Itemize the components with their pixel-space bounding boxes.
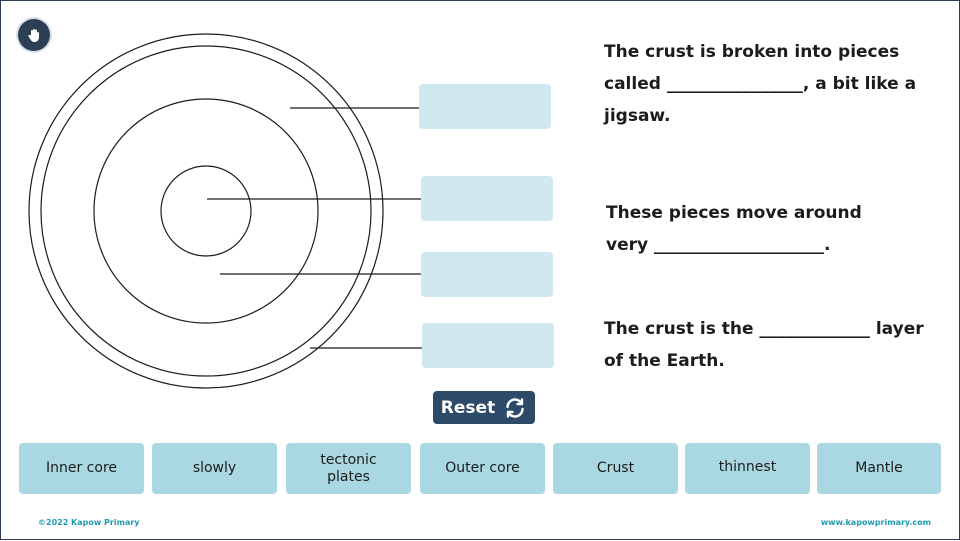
sentence-1: The crust is broken into pieces called _… bbox=[604, 42, 922, 126]
tile-outer-core[interactable]: Outer core bbox=[420, 443, 545, 494]
crust-inner-ring bbox=[40, 45, 372, 377]
footer-website[interactable]: www.kapowprimary.com bbox=[820, 518, 931, 527]
reset-button[interactable]: Reset bbox=[433, 391, 535, 424]
mantle-boundary bbox=[93, 98, 319, 324]
drop-zone-2[interactable] bbox=[421, 176, 553, 221]
tile-thinnest[interactable]: thinnest bbox=[685, 443, 810, 494]
tile-mantle[interactable]: Mantle bbox=[817, 443, 941, 494]
inner-core-circle bbox=[160, 165, 252, 257]
drop-zone-4[interactable] bbox=[422, 323, 554, 368]
footer-copyright: ©2022 Kapow Primary bbox=[38, 518, 140, 527]
hand-icon[interactable] bbox=[18, 19, 50, 51]
reset-label: Reset bbox=[440, 397, 496, 418]
crust-outer-ring bbox=[28, 33, 384, 389]
tile-crust[interactable]: Crust bbox=[553, 443, 678, 494]
drop-zone-3[interactable] bbox=[421, 252, 553, 297]
tile-tectonic-plates[interactable]: tectonic plates bbox=[286, 443, 411, 494]
sentence-3: The crust is the _____________ layer of … bbox=[604, 319, 930, 371]
tile-inner-core[interactable]: Inner core bbox=[19, 443, 144, 494]
sentence-2: These pieces move around very __________… bbox=[606, 203, 868, 255]
refresh-icon bbox=[506, 397, 524, 418]
tile-slowly[interactable]: slowly bbox=[152, 443, 277, 494]
drop-zone-1[interactable] bbox=[419, 84, 551, 129]
